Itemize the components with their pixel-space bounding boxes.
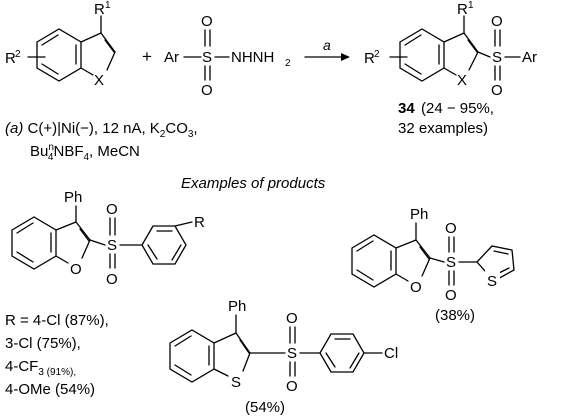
r2-label: R xyxy=(5,50,16,67)
oxygen-bottom-label: O xyxy=(201,82,213,99)
r-value-4-cl: R = 4-Cl (87%), xyxy=(5,312,109,329)
r-values-list: R = 4-Cl (87%), 3-Cl (75%), 4-CF3 (91%),… xyxy=(5,312,109,398)
p1-r-group: R xyxy=(194,214,205,231)
p3-sulfonyl-sulfur: S xyxy=(287,345,297,362)
product-yield-range: (24 − 95%, xyxy=(421,100,494,117)
p3-chlorine-label: Cl xyxy=(384,345,398,362)
product-sulfur-label: S xyxy=(492,49,502,66)
product-compound-number: 34 xyxy=(398,100,415,117)
p1-oxygen-top: O xyxy=(106,201,118,218)
p1-phenyl-label: Ph xyxy=(64,189,82,206)
reactant-heterocycle: R 1 R 2 X xyxy=(5,0,116,89)
section-title: Examples of products xyxy=(181,175,326,192)
arrow-condition-label: a xyxy=(323,37,331,53)
p2-yield: (38%) xyxy=(435,307,475,324)
hydrazide-subscript: 2 xyxy=(285,58,291,69)
product-r1-superscript: 1 xyxy=(468,0,474,11)
product-r2-superscript: 2 xyxy=(374,49,380,60)
p2-phenyl-label: Ph xyxy=(410,206,428,223)
product-ar-label: Ar xyxy=(522,49,537,66)
example-product-2: Ph O S O O S (38%) xyxy=(351,206,515,324)
product-example-count: 32 examples) xyxy=(398,120,488,137)
r-value-3-cl: 3-Cl (75%), xyxy=(5,335,81,352)
p1-sulfonyl-sulfur: S xyxy=(107,237,117,254)
r-value-4-ome: 4-OMe (54%) xyxy=(5,381,95,398)
p3-oxygen-bottom: O xyxy=(286,378,298,395)
p2-furan-oxygen: O xyxy=(410,279,422,296)
p2-oxygen-top: O xyxy=(445,220,457,237)
product-r1-label: R xyxy=(457,1,468,18)
r-value-4-cf3: 4-CF3 (91%), xyxy=(5,358,76,378)
product-34: R 1 R 2 X S O O Ar 34 (24 − 95%, 32 exam… xyxy=(364,0,537,137)
hydrazide-label: NHNH xyxy=(231,49,274,66)
r1-label: R xyxy=(94,1,105,18)
conditions-line-1: (a) C(+)|Ni(−), 12 nA, K2CO3, xyxy=(5,120,198,140)
product-oxygen-top: O xyxy=(491,13,503,30)
product-x-label: X xyxy=(457,72,467,89)
product-r2-label: R xyxy=(364,50,375,67)
plus-sign: + xyxy=(142,47,152,66)
p3-yield: (54%) xyxy=(245,399,285,416)
p2-oxygen-bottom: O xyxy=(445,287,457,304)
p2-thiophene-sulfur: S xyxy=(487,273,497,290)
reaction-arrow: a xyxy=(304,37,350,61)
p3-oxygen-top: O xyxy=(286,310,298,327)
sulfur-label: S xyxy=(202,49,212,66)
p1-oxygen-bottom: O xyxy=(106,271,118,288)
p1-furan-oxygen: O xyxy=(70,261,82,278)
example-product-1: Ph O S O O R xyxy=(11,189,205,288)
p3-phenyl-label: Ph xyxy=(228,298,246,315)
example-product-3: Ph S S O O Cl (54%) xyxy=(169,298,398,416)
p2-sulfonyl-sulfur: S xyxy=(446,254,456,271)
r1-superscript: 1 xyxy=(105,0,111,11)
reactant-sulfonyl-hydrazide: Ar S O O NHNH 2 xyxy=(164,13,291,99)
product-oxygen-bottom: O xyxy=(491,82,503,99)
x-heteroatom-label: X xyxy=(94,72,104,89)
oxygen-top-label: O xyxy=(201,13,213,30)
ar-label: Ar xyxy=(164,49,179,66)
p3-thiophene-sulfur: S xyxy=(231,374,241,391)
r2-superscript: 2 xyxy=(15,49,21,60)
